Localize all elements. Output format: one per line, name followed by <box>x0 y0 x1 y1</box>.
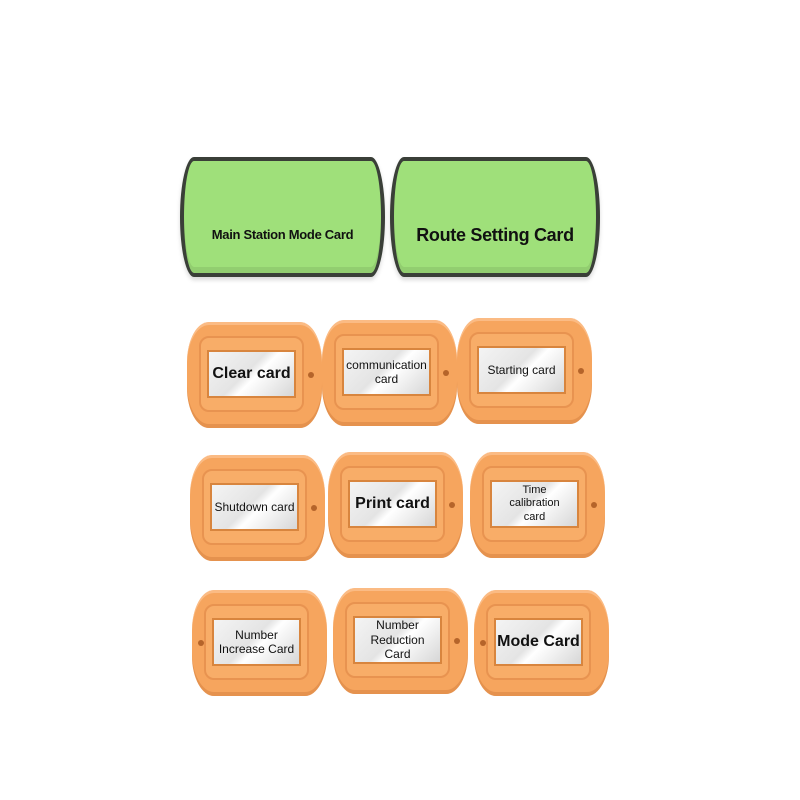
card-label: Number Reduction Card <box>353 616 442 664</box>
number-reduction-card: Number Reduction Card <box>333 588 468 694</box>
card-label: Time calibration card <box>490 480 579 528</box>
card-label: Route Setting Card <box>416 225 574 245</box>
hole-icon <box>308 372 314 378</box>
communication-card: communication card <box>322 320 457 426</box>
main-station-mode-card: Main Station Mode Card <box>180 157 385 277</box>
card-label: Clear card <box>207 350 296 398</box>
shutdown-card: Shutdown card <box>190 455 325 561</box>
hole-icon <box>591 502 597 508</box>
route-setting-card: Route Setting Card <box>390 157 600 277</box>
card-label: communication card <box>342 348 431 396</box>
hole-icon <box>443 370 449 376</box>
hole-icon <box>198 640 204 646</box>
card-label: Number Increase Card <box>212 618 301 666</box>
print-card: Print card <box>328 452 463 558</box>
mode-card: Mode Card <box>474 590 609 696</box>
starting-card: Starting card <box>457 318 592 424</box>
card-label: Mode Card <box>494 618 583 666</box>
card-label: Shutdown card <box>210 483 299 531</box>
card-label: Print card <box>348 480 437 528</box>
hole-icon <box>311 505 317 511</box>
time-calibration-card: Time calibration card <box>470 452 605 558</box>
hole-icon <box>454 638 460 644</box>
clear-card: Clear card <box>187 322 322 428</box>
hole-icon <box>480 640 486 646</box>
hole-icon <box>449 502 455 508</box>
card-label: Starting card <box>477 346 566 394</box>
number-increase-card: Number Increase Card <box>192 590 327 696</box>
hole-icon <box>578 368 584 374</box>
card-label: Main Station Mode Card <box>211 227 354 242</box>
